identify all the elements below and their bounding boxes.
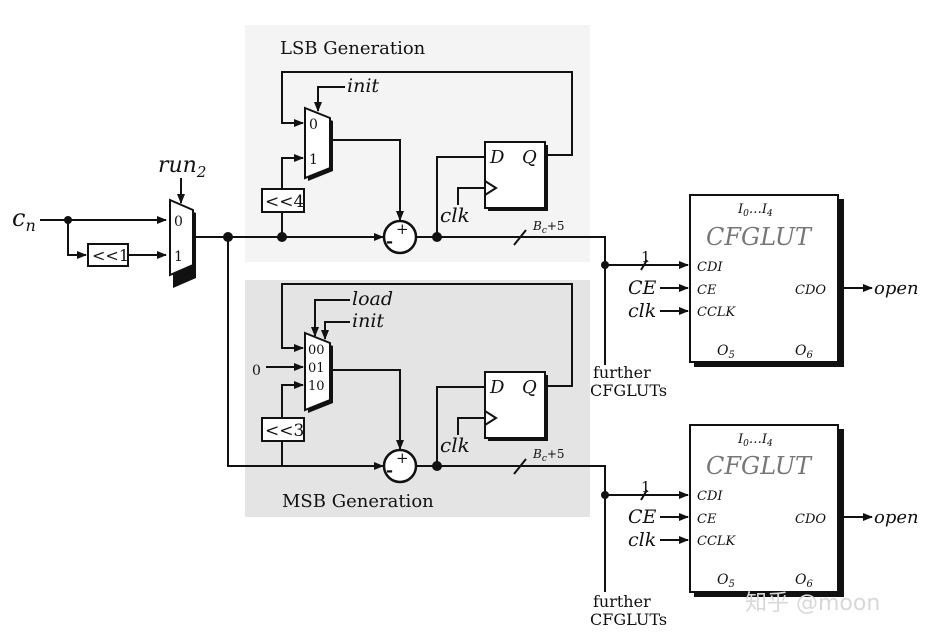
svg-text:1: 1 [309, 152, 318, 168]
svg-text:O6: O6 [795, 343, 813, 361]
svg-text:-: - [386, 461, 393, 481]
run-mux [169, 198, 194, 277]
svg-text:CDO: CDO [795, 283, 826, 298]
input-label: cn [12, 204, 36, 235]
svg-text:O6: O6 [795, 572, 813, 590]
svg-text:CDI: CDI [697, 489, 723, 504]
svg-text:-: - [386, 232, 393, 252]
svg-text:<<4: <<4 [265, 192, 304, 212]
svg-text:open: open [874, 507, 919, 528]
svg-text:00: 00 [308, 343, 325, 358]
msb-load-label: load [352, 288, 393, 310]
svg-text:clk: clk [628, 529, 656, 551]
watermark: 知乎 @moon [745, 591, 880, 616]
svg-text:+: + [396, 449, 409, 467]
svg-text:CDO: CDO [795, 512, 826, 527]
svg-text:01: 01 [308, 361, 325, 376]
svg-text:CCLK: CCLK [697, 534, 737, 549]
svg-text:CE: CE [628, 506, 657, 528]
msb-clk-label: clk [440, 433, 470, 457]
lsb-clk-label: clk [440, 203, 470, 227]
svg-text:1: 1 [641, 248, 651, 266]
svg-text:CE: CE [628, 277, 657, 299]
svg-text:10: 10 [308, 379, 325, 394]
lsb-title: LSB Generation [280, 38, 426, 59]
svg-text:further: further [593, 363, 651, 382]
lsb-flipflop [484, 141, 546, 209]
svg-text:D: D [489, 377, 505, 398]
svg-text:+: + [396, 220, 409, 238]
svg-text:0: 0 [252, 363, 261, 379]
svg-text:Q: Q [522, 147, 537, 168]
lsb-width-label: Bc+5 [532, 219, 565, 236]
svg-text:open: open [874, 278, 919, 299]
svg-text:CFGLUTs: CFGLUTs [590, 381, 667, 400]
svg-text:0: 0 [174, 214, 183, 230]
svg-text:Q: Q [522, 377, 537, 398]
svg-text:<<3: <<3 [265, 421, 304, 441]
svg-text:O5: O5 [717, 343, 735, 361]
svg-text:O5: O5 [717, 572, 735, 590]
shift-left-1-label: <<1 [92, 246, 129, 265]
svg-text:I0…I4: I0…I4 [737, 202, 773, 219]
svg-text:1: 1 [641, 478, 651, 496]
svg-text:1: 1 [174, 249, 183, 265]
svg-text:0: 0 [309, 117, 318, 133]
cfglut-2: 1 CE clk I0…I4 CFGLUT CDI CE CCLK CDO O5… [590, 424, 919, 629]
svg-text:D: D [489, 147, 505, 168]
svg-text:clk: clk [628, 300, 656, 322]
msb-flipflop [484, 371, 546, 439]
svg-text:CE: CE [697, 512, 717, 527]
svg-text:CFGLUT: CFGLUT [706, 223, 813, 251]
svg-text:further: further [593, 592, 651, 611]
svg-text:CFGLUTs: CFGLUTs [590, 610, 667, 629]
lsb-mux [304, 106, 331, 180]
lsb-init-label: init [347, 75, 379, 97]
svg-text:I0…I4: I0…I4 [737, 432, 773, 449]
run2-label: run2 [158, 153, 206, 181]
cfglut-1: 1 CE clk I0…I4 CFGLUT CDI CE CCLK CDO O5… [590, 194, 919, 400]
svg-text:CDI: CDI [697, 260, 723, 275]
msb-init-label: init [352, 310, 384, 332]
svg-text:CE: CE [697, 283, 717, 298]
svg-text:CCLK: CCLK [697, 305, 737, 320]
msb-title: MSB Generation [282, 491, 434, 512]
svg-text:CFGLUT: CFGLUT [706, 452, 813, 480]
msb-width-label: Bc+5 [532, 447, 565, 464]
